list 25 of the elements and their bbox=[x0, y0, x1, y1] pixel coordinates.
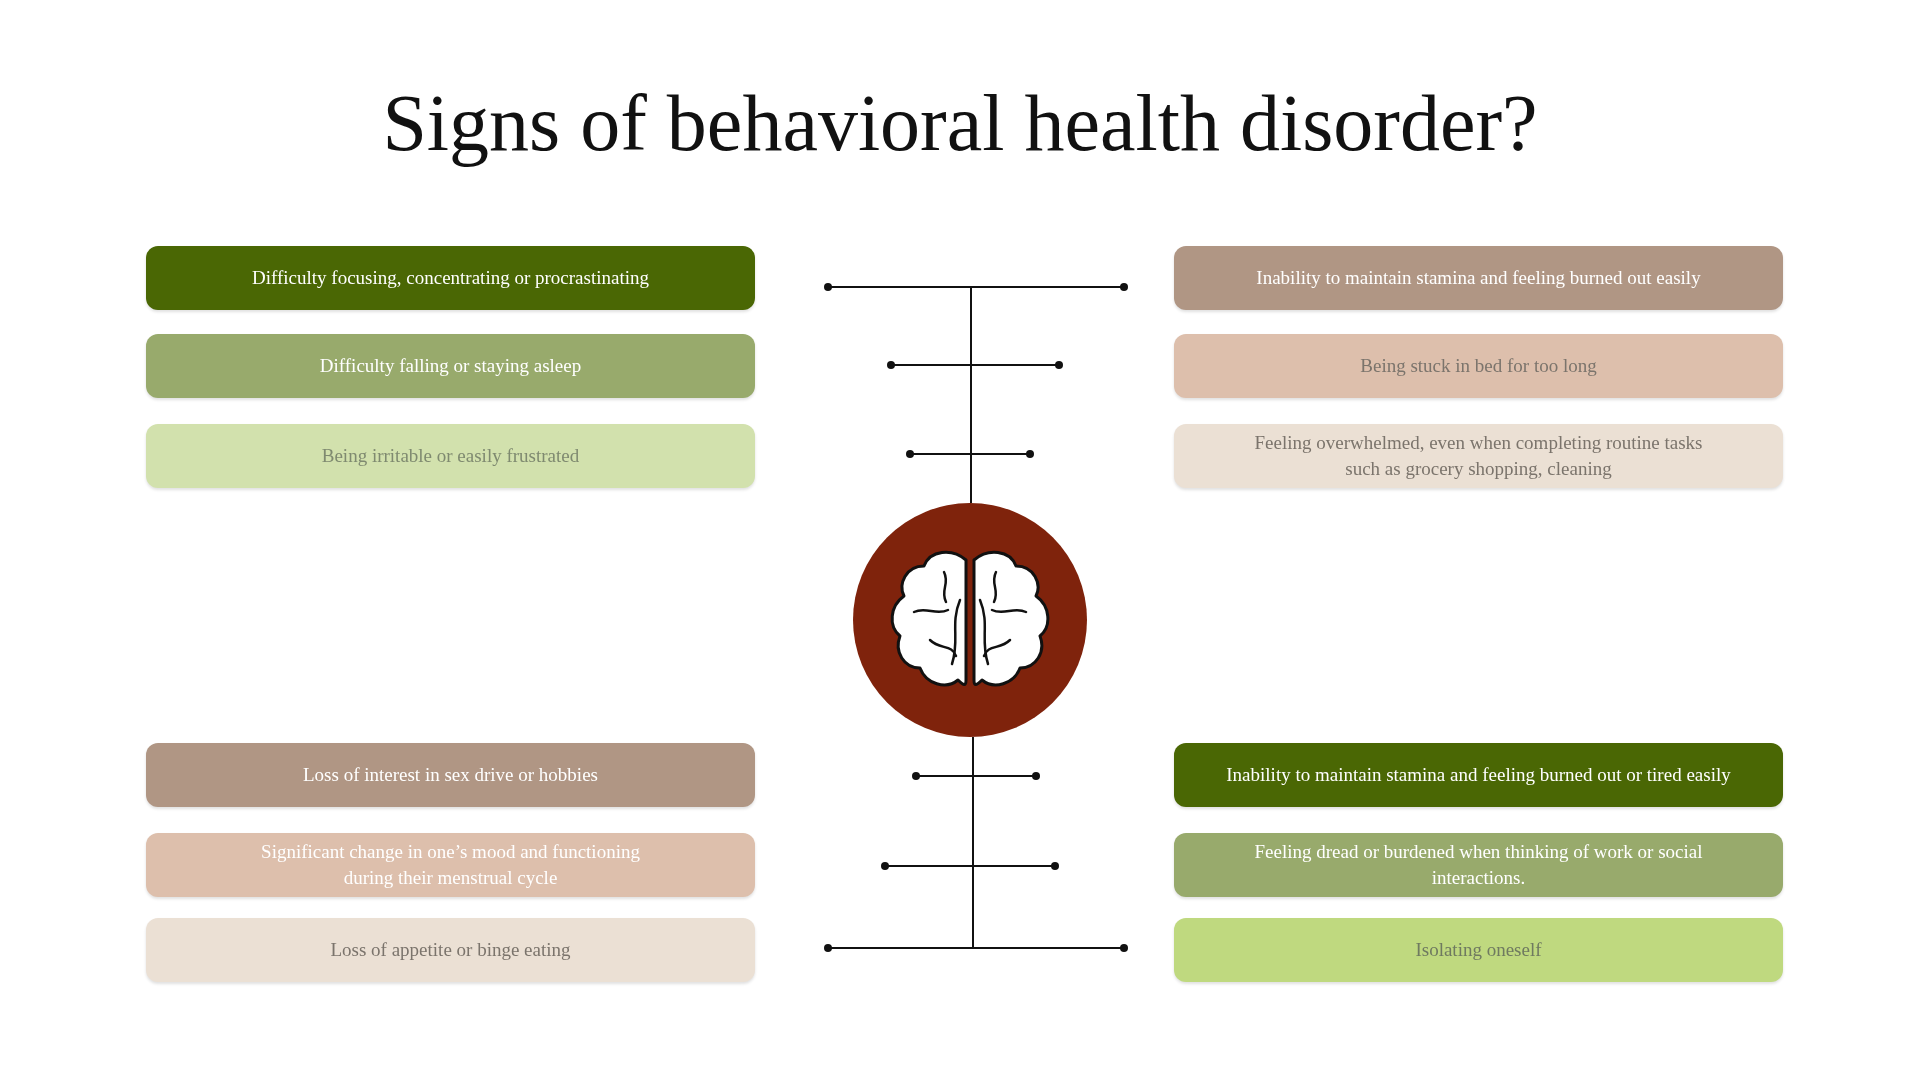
sign-box bbox=[146, 918, 755, 982]
sign-text: Difficulty focusing, concentrating or procrastinating bbox=[252, 266, 649, 291]
sign-box bbox=[1174, 833, 1783, 897]
sign-text: Loss of appetite or binge eating bbox=[330, 938, 571, 963]
sign-text: Being irritable or easily frustrated bbox=[321, 444, 580, 469]
sign-box bbox=[146, 833, 755, 897]
sign-box bbox=[146, 743, 755, 807]
sign-text: Loss of interest in sex drive or hobbies bbox=[303, 763, 598, 788]
sign-text: Significant change in one’s mood and functioning during their menstrual cycle bbox=[260, 840, 641, 890]
sign-text: Being stuck in bed for too long bbox=[1360, 354, 1597, 379]
sign-text: Difficulty falling or staying asleep bbox=[319, 354, 582, 379]
sign-box bbox=[146, 424, 755, 488]
sign-box bbox=[1174, 246, 1783, 310]
sign-text: Isolating oneself bbox=[1415, 938, 1542, 963]
sign-box bbox=[146, 334, 755, 398]
sign-box bbox=[1174, 743, 1783, 807]
sign-text: Inability to maintain stamina and feeling burned out or tired easily bbox=[1226, 763, 1731, 788]
sign-text: Feeling dread or burdened when thinking of work or social interactions. bbox=[1253, 840, 1704, 890]
sign-box bbox=[1174, 334, 1783, 398]
sign-box bbox=[1174, 918, 1783, 982]
sign-box bbox=[1174, 424, 1783, 488]
sign-text: Inability to maintain stamina and feeling burned out easily bbox=[1256, 266, 1701, 291]
title: Signs of behavioral health disorder? bbox=[381, 78, 1539, 169]
sign-box bbox=[146, 246, 755, 310]
sign-text: Feeling overwhelmed, even when completing routine tasks such as grocery shopping, cleaning bbox=[1253, 431, 1704, 481]
